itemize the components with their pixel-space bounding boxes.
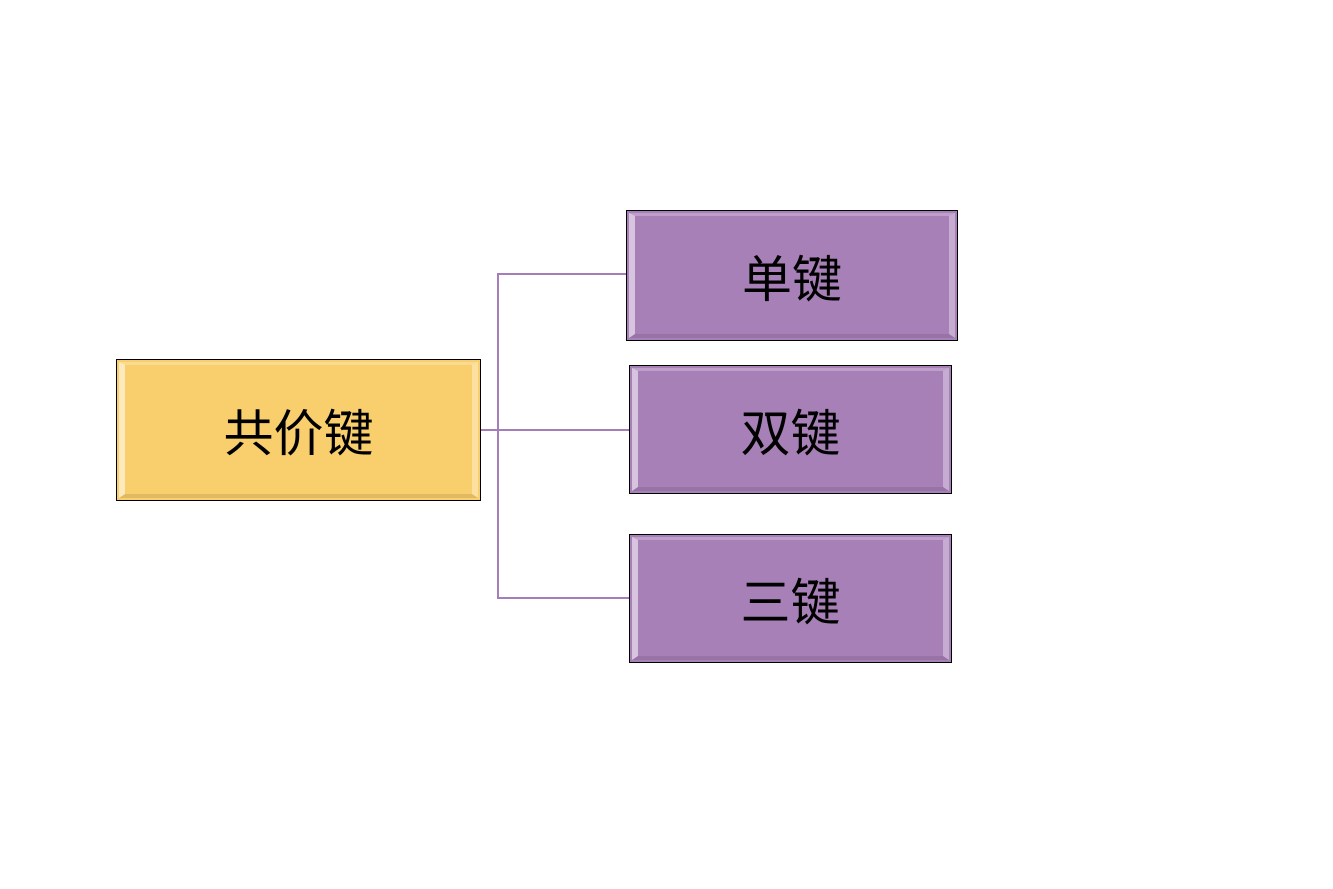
child-node-label: 单键	[742, 250, 842, 309]
root-node: 共价键	[116, 359, 481, 501]
child-node-label: 双键	[740, 404, 841, 463]
root-node-label: 共价键	[223, 405, 374, 463]
child-node-triple-bond: 三键	[629, 534, 952, 663]
child-node-double-bond: 双键	[629, 365, 952, 494]
child-node-label: 三键	[740, 573, 841, 632]
child-node-single-bond: 单键	[626, 210, 958, 341]
